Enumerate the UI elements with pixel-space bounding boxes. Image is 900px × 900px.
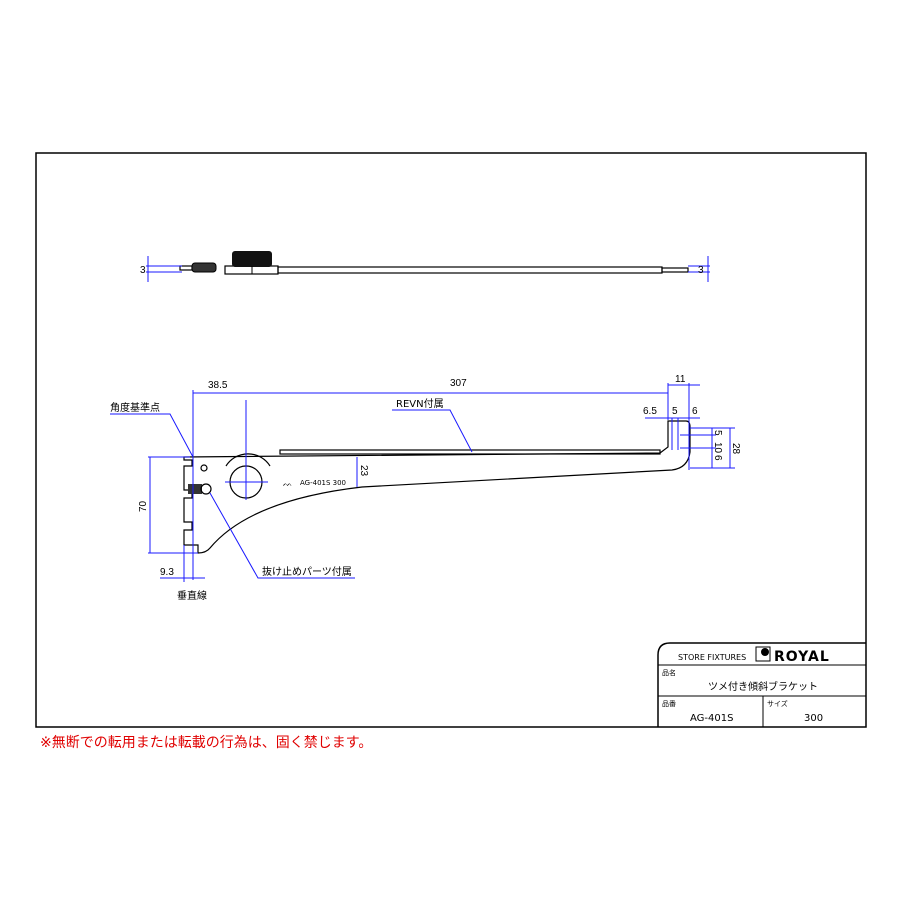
title-block: STORE FIXTURES ROYAL 品名 ツメ付き傾斜ブラケット 品番 A… [657, 642, 866, 727]
dim-top-right: 3 [698, 265, 704, 276]
dim-38-5: 38.5 [208, 380, 228, 391]
dim-6: 6 [692, 406, 698, 417]
royal-logo-icon [755, 646, 771, 662]
company-tag: STORE FIXTURES [678, 653, 746, 662]
logo-mark-icon: ᨓ [283, 479, 293, 488]
dim-11: 11 [675, 374, 686, 385]
dim-6-vertical: 6 [712, 455, 723, 461]
label-revn: REVN付属 [396, 397, 444, 410]
drawing-frame [35, 152, 867, 728]
revn-rail [279, 449, 661, 455]
dim-5-vertical: 5 [712, 430, 723, 436]
side-view: AG-401S 300 ᨓ 38.5 307 11 6.5 5 6 5 10 6… [110, 374, 741, 602]
copyright-notice: ※無断での転用または転載の行為は、固く禁じます。 [40, 735, 372, 751]
dim-5: 5 [672, 406, 678, 417]
stopper-part-icon [188, 484, 202, 494]
top-view: 3 3 [140, 251, 710, 282]
product-code: AG-401S [690, 713, 733, 724]
size-label: サイズ [767, 699, 788, 708]
label-vertical-line: 垂直線 [177, 589, 207, 602]
part-stamp: AG-401S 300 [300, 479, 346, 487]
code-label: 品番 [662, 700, 676, 708]
dim-top-left: 3 [140, 265, 146, 276]
product-name: ツメ付き傾斜ブラケット [708, 680, 818, 693]
dim-23: 23 [358, 465, 369, 477]
royal-logo: ROYAL [774, 649, 830, 665]
dim-70: 70 [138, 500, 149, 512]
product-size: 300 [804, 713, 823, 724]
knob-icon [232, 251, 272, 267]
dim-28: 28 [730, 443, 741, 455]
dim-10: 10 [712, 442, 723, 454]
dim-6-5: 6.5 [643, 406, 657, 417]
label-angle-reference: 角度基準点 [110, 401, 160, 414]
dim-307: 307 [450, 378, 467, 389]
dim-9-3: 9.3 [160, 567, 174, 578]
name-label: 品名 [662, 668, 676, 677]
label-stopper-part: 抜け止めパーツ付属 [262, 565, 352, 578]
